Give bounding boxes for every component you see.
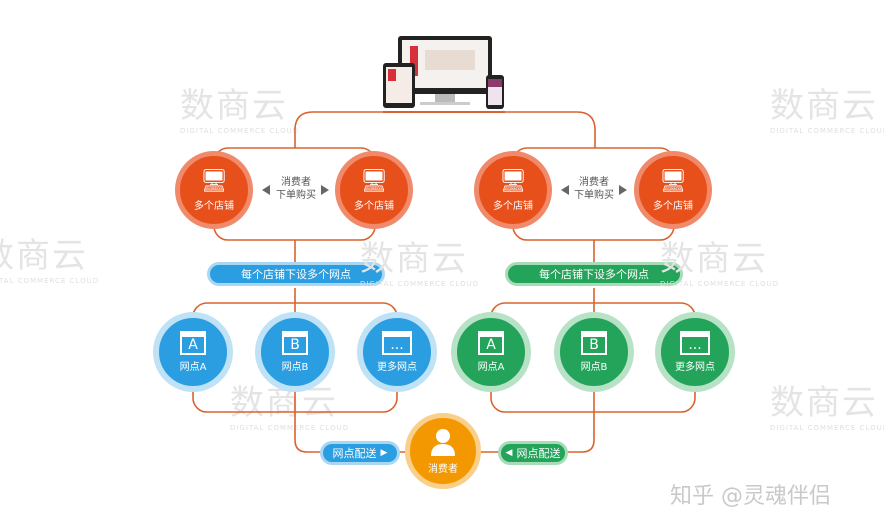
order-label: 消费者下单购买	[276, 177, 316, 201]
delivery-label: 网点配送	[332, 447, 377, 460]
shop-b-icon: B	[282, 331, 308, 355]
outlet-node: ... 更多网点	[357, 312, 437, 392]
outlet-label: 更多网点	[377, 362, 417, 373]
outlet-node: B 网点B	[554, 312, 634, 392]
outlet-node: B 网点B	[255, 312, 335, 392]
shop-a-icon: A	[180, 331, 206, 355]
outlets-pill: 每个店铺下设多个网点	[505, 262, 683, 286]
shop-more-icon: ...	[382, 331, 412, 355]
outlet-label: 更多网点	[675, 362, 715, 373]
arrow-right-icon	[619, 185, 627, 195]
store-label: 多个店铺	[354, 200, 394, 212]
outlet-node: ... 更多网点	[655, 312, 735, 392]
play-left-icon: ◀	[505, 448, 513, 458]
store-label: 多个店铺	[653, 200, 693, 212]
play-right-icon: ▶	[380, 448, 388, 458]
delivery-label: 网点配送	[516, 447, 561, 460]
user-icon	[431, 429, 455, 456]
consumer-node: 消费者	[405, 413, 481, 489]
outlet-node: A 网点A	[451, 312, 531, 392]
outlet-label: 网点B	[281, 362, 309, 373]
outlets-pill: 每个店铺下设多个网点	[207, 262, 385, 286]
outlet-label: 网点B	[580, 362, 608, 373]
arrow-left-icon	[561, 185, 569, 195]
store-label: 多个店铺	[493, 200, 533, 212]
devices-illustration	[383, 36, 504, 109]
arrow-right-icon	[321, 185, 329, 195]
store-node: 🖥 多个店铺	[335, 151, 413, 229]
shop-b-icon: B	[581, 331, 607, 355]
arrow-left-icon	[262, 185, 270, 195]
delivery-pill: 网点配送 ▶	[320, 441, 400, 465]
shop-more-icon: ...	[680, 331, 710, 355]
store-node: 🖥 多个店铺	[175, 151, 253, 229]
delivery-pill: ◀ 网点配送	[498, 441, 568, 465]
credit-watermark: 知乎 @灵魂伴侣	[670, 484, 831, 509]
storefront-monitor-icon: 🖥	[659, 168, 687, 194]
shop-a-icon: A	[478, 331, 504, 355]
store-node: 🖥 多个店铺	[474, 151, 552, 229]
store-label: 多个店铺	[194, 200, 234, 212]
outlet-node: A 网点A	[153, 312, 233, 392]
storefront-monitor-icon: 🖥	[499, 168, 527, 194]
storefront-monitor-icon: 🖥	[360, 168, 388, 194]
outlet-label: 网点A	[477, 362, 505, 373]
order-label: 消费者下单购买	[574, 177, 614, 201]
store-node: 🖥 多个店铺	[634, 151, 712, 229]
consumer-label: 消费者	[428, 464, 458, 475]
outlet-label: 网点A	[179, 362, 207, 373]
storefront-monitor-icon: 🖥	[200, 168, 228, 194]
